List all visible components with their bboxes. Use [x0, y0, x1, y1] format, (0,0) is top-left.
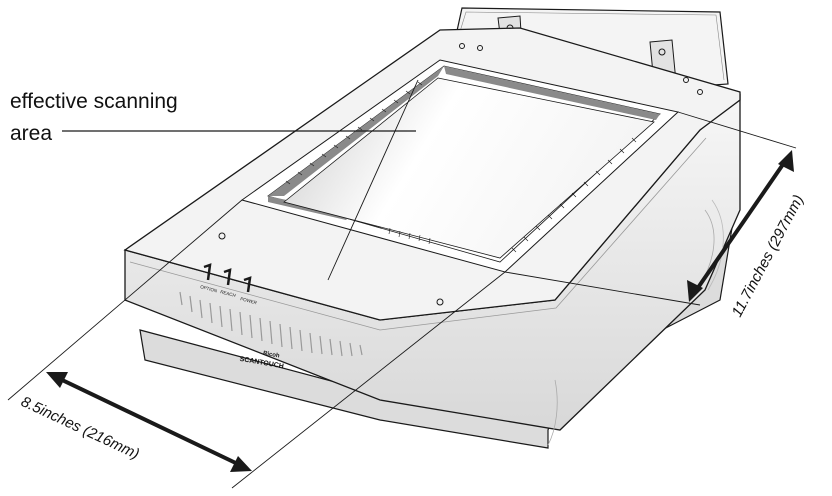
ruler-ticks	[285, 81, 637, 253]
callout-line-2: area	[10, 122, 53, 145]
power-button[interactable]	[243, 276, 252, 293]
callout-line-1: effective scanning	[10, 90, 178, 113]
option-label: OPTION	[200, 284, 218, 293]
length-arrow	[687, 150, 794, 302]
screw-icon	[683, 77, 689, 83]
front-grip	[179, 291, 363, 357]
reach-label: REACH	[220, 289, 237, 298]
svg-text:Ricoh: Ricoh	[262, 351, 280, 360]
power-label: POWER	[240, 296, 258, 305]
dimension-guides	[7, 79, 797, 489]
width-arrow	[46, 372, 252, 472]
screw-icon	[459, 43, 465, 49]
width-label: 8.5inches (216mm)	[18, 393, 142, 463]
screw-icon	[477, 45, 483, 51]
scan-glass	[283, 77, 655, 259]
length-label: 11.7inches (297mm)	[729, 192, 808, 320]
screw-icon	[218, 232, 226, 240]
screw-icon	[697, 89, 703, 95]
screw-icon	[436, 298, 444, 306]
reach-button[interactable]	[223, 268, 232, 286]
option-button[interactable]	[203, 263, 212, 281]
control-panel: OPTION REACH POWER	[200, 263, 258, 306]
